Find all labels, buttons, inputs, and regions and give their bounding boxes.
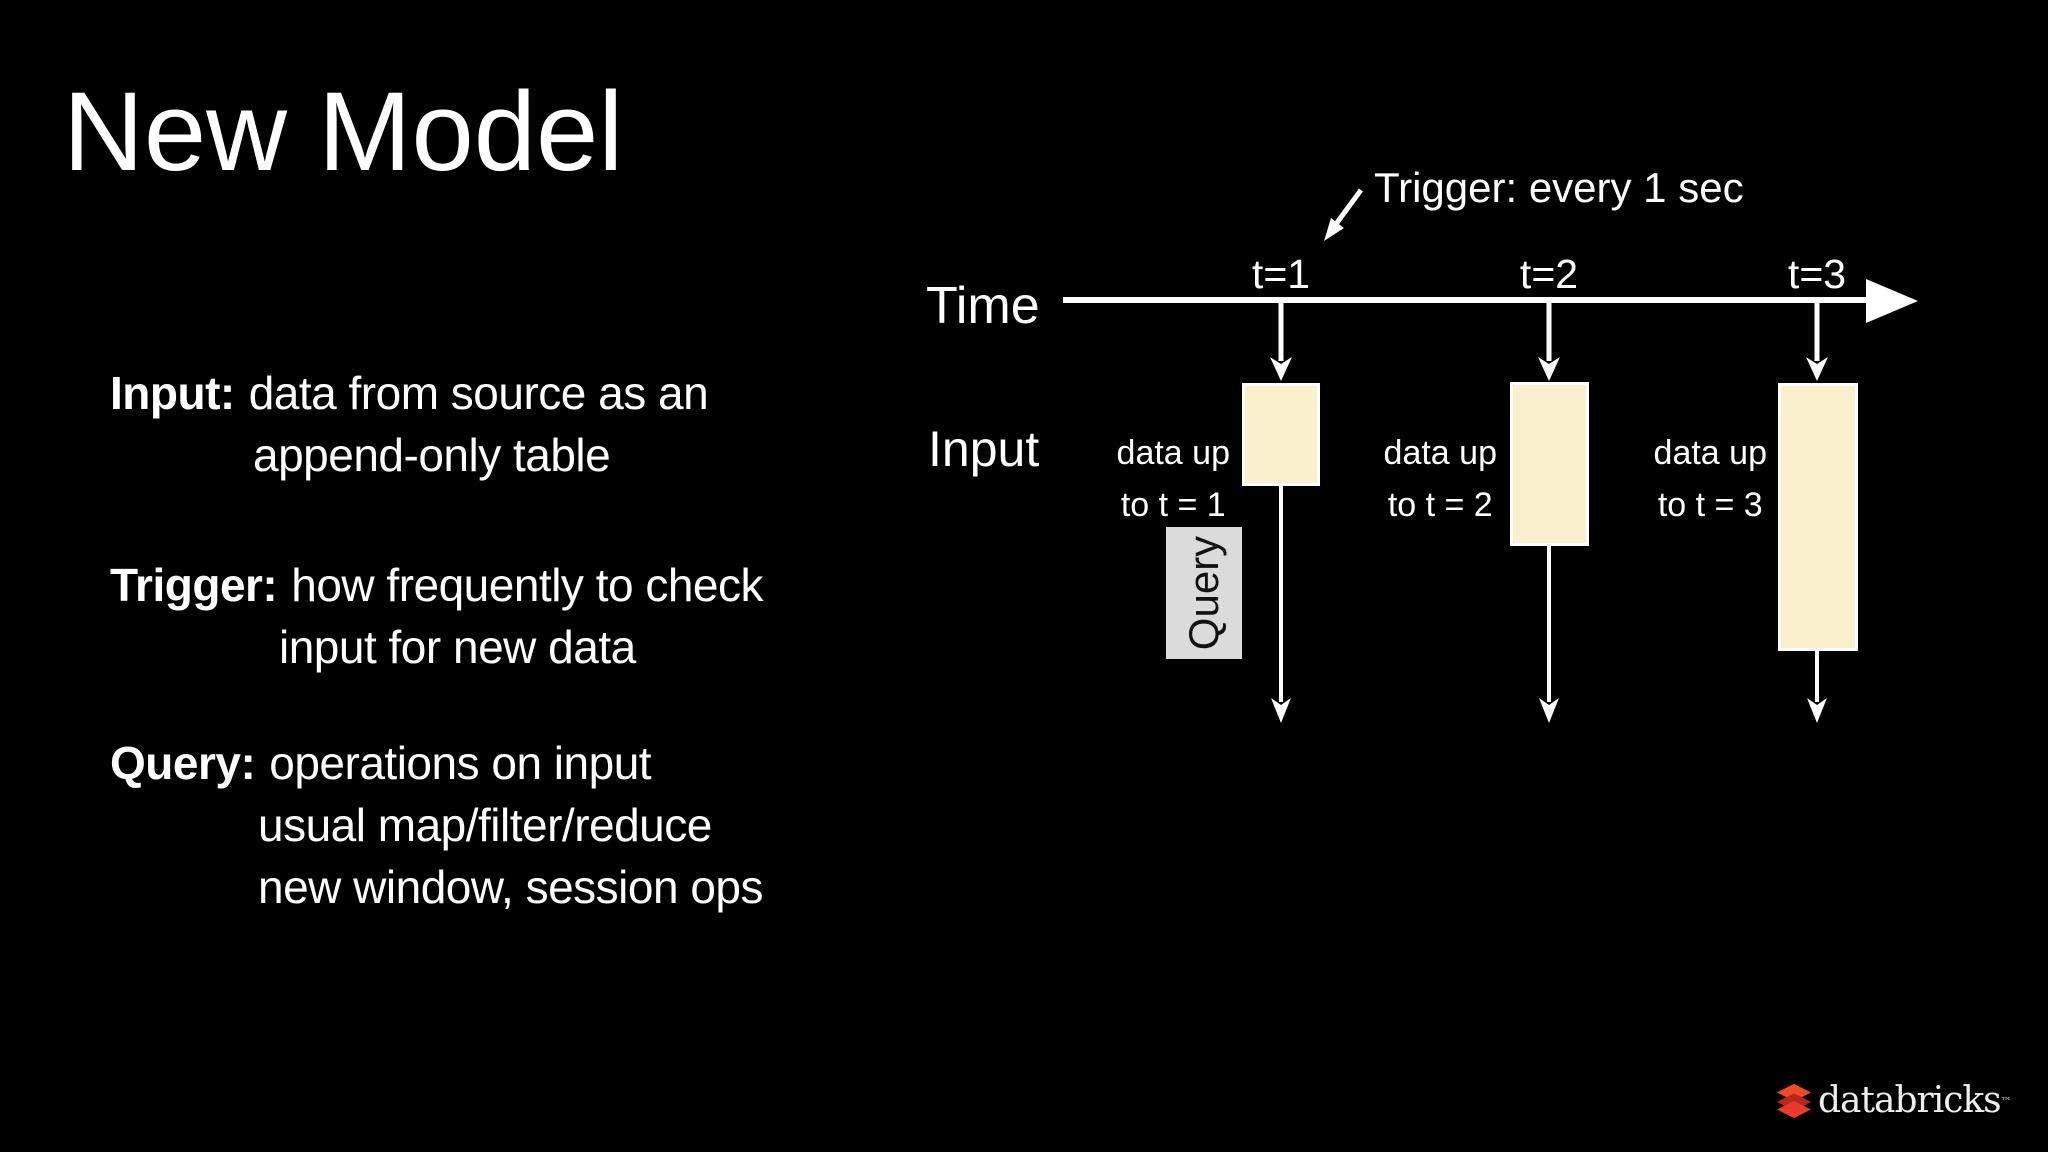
timeline-axis [1063,297,1869,303]
definition-query-term: Query: [110,737,256,789]
tick-arrow-t2 [1546,303,1552,361]
databricks-logo: databricks ™ [1775,1082,2012,1120]
time-axis-label: Time [926,277,1040,335]
batch-arrowhead-1-icon [1271,698,1291,723]
data-label-t1: data up to t = 1 [1117,427,1230,531]
definition-query-line1: Query:operations on input [110,732,763,794]
trademark-symbol: ™ [2000,1094,2012,1108]
definition-query-line2: usual map/filter/reduce [258,799,712,851]
batch-arrowhead-3-icon [1807,698,1827,723]
batch-arrow-1 [1279,486,1283,702]
trigger-arrow [1333,188,1364,226]
definition-input-line2: append-only table [253,429,611,481]
definition-trigger-line2: input for new data [279,621,636,673]
definition-trigger: Trigger:how frequently to check input fo… [110,554,764,678]
tick-arrow-t1 [1278,303,1284,361]
tick-arrowhead-t1-icon [1270,357,1292,381]
batch-arrow-2 [1547,546,1551,702]
definition-input: Input:data from source as an append-only… [110,362,709,486]
data-label-t2: data up to t = 2 [1384,427,1497,531]
data-label-t2-line2: to t = 2 [1387,486,1493,524]
slide-title: New Model [63,69,624,194]
input-row-label: Input [928,421,1040,477]
databricks-wordmark: databricks [1818,1080,2002,1121]
trigger-arrowhead-icon [1324,218,1344,241]
definition-trigger-line1: Trigger:how frequently to check [110,554,764,616]
definition-query: Query:operations on input usual map/filt… [110,732,764,918]
data-label-t2-line1: data up [1383,434,1497,472]
tick-arrow-t3 [1814,303,1820,361]
batch-arrow-3 [1815,651,1819,702]
tick-label-t3: t=3 [1787,251,1847,297]
definition-trigger-term: Trigger: [110,559,278,611]
tick-arrowhead-t2-icon [1538,357,1560,381]
definition-input-rest: data from source as an [248,367,709,419]
definition-query-line3: new window, session ops [258,861,764,913]
definition-input-term: Input: [110,367,235,419]
query-label: Query [1180,535,1227,651]
data-label-t1-line1: data up [1116,434,1230,472]
tick-label-t2: t=2 [1519,251,1579,297]
definition-trigger-rest: how frequently to check [291,559,764,611]
definition-input-line1: Input:data from source as an [110,362,709,424]
query-label-box: Query [1166,527,1242,659]
input-batch-box-1 [1242,383,1320,486]
tick-arrowhead-t3-icon [1806,357,1828,381]
input-batch-box-3 [1778,383,1858,651]
input-batch-box-2 [1510,382,1589,546]
batch-arrowhead-2-icon [1539,698,1559,723]
data-label-t3-line2: to t = 3 [1657,486,1763,524]
definition-query-rest: operations on input [269,737,652,789]
databricks-logo-icon [1776,1083,1812,1119]
data-label-t3-line1: data up [1653,434,1767,472]
tick-label-t1: t=1 [1251,251,1311,297]
data-label-t3: data up to t = 3 [1654,427,1767,531]
trigger-note: Trigger: every 1 sec [1374,164,1744,211]
data-label-t1-line2: to t = 1 [1120,486,1226,524]
